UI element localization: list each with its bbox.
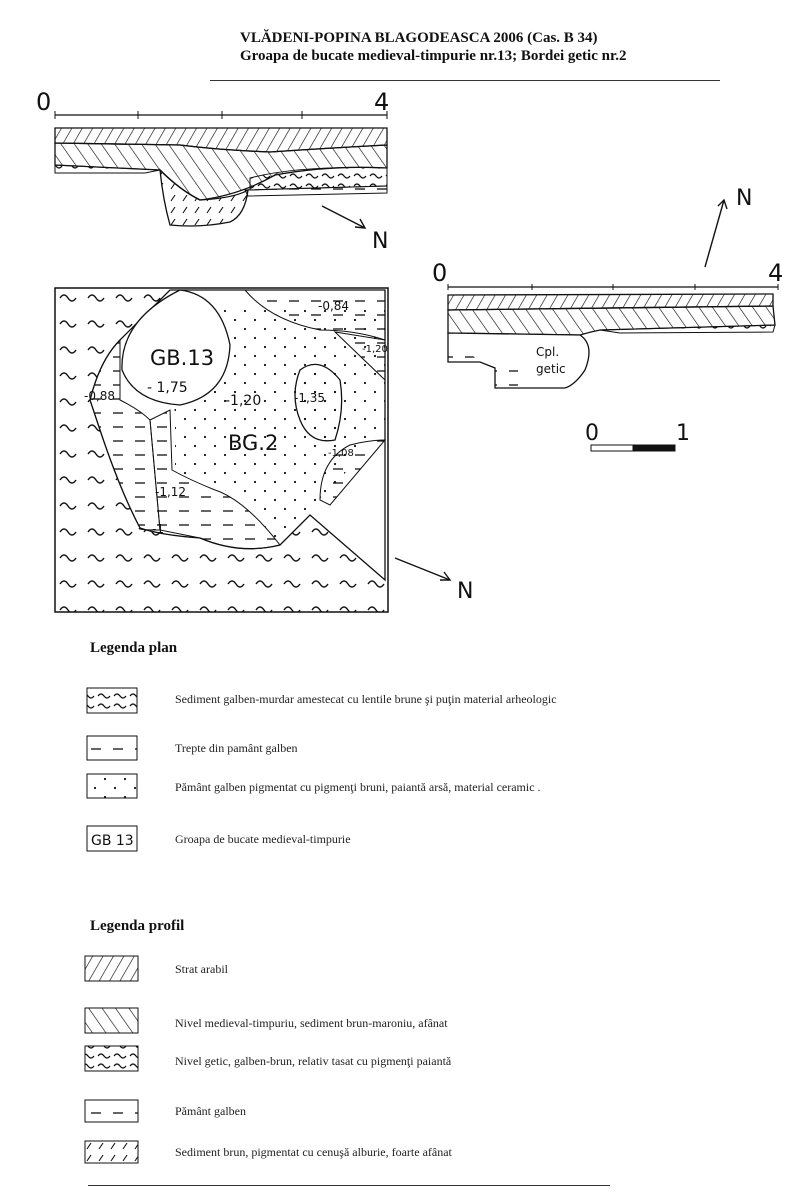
document-title: VLĂDENI-POPINA BLAGODEASCA 2006 (Cas. B … (240, 30, 598, 46)
legend-plan-symbols: GB 13 (86, 687, 138, 852)
scale-bar-start: 0 (585, 421, 599, 446)
legend-plan-title: Legenda plan (90, 640, 178, 656)
legend-profil-item-2: Nivel medieval-timpuriu, sediment brun-m… (175, 1016, 448, 1030)
plan-drawing: GB.13 - 1,75 BG.2 -0,84 -1,20 -0,88 -1,2… (54, 287, 473, 613)
profile-2-label-getic: getic (536, 362, 566, 376)
legend-symbol-wave (84, 1045, 139, 1072)
legend-symbol-gb13-text: GB 13 (91, 833, 134, 849)
plan-depth-1: -1 (152, 522, 164, 536)
legend-profil-symbols (84, 955, 139, 1164)
legend-profil-item-1: Strat arabil (175, 962, 228, 976)
legend-symbol-hatch-left (84, 1007, 139, 1034)
legend-plan-item-4: Groapa de bucate medieval-timpurie (175, 832, 351, 846)
legend-symbol-wave (86, 687, 138, 714)
plan-depth-120-edge: -1,20 (362, 344, 388, 355)
profile-1-north-label: N (372, 229, 388, 254)
plan-label-gb13-depth: - 1,75 (147, 380, 188, 396)
legend-profil-item-3: Nivel getic, galben-brun, relativ tasat … (175, 1054, 452, 1068)
profile-1-scale-start: 0 (36, 88, 51, 116)
plan-depth-108: -1,08 (328, 448, 354, 459)
legend-symbol-dots (86, 773, 138, 799)
legend-profil-item-4: Pământ galben (175, 1104, 246, 1118)
legend-plan-item-3: Pământ galben pigmentat cu pigmenţi brun… (175, 780, 541, 794)
document-header: VLĂDENI-POPINA BLAGODEASCA 2006 (Cas. B … (240, 29, 627, 65)
plan-depth-112: -1,12 (155, 485, 186, 499)
header-rule (210, 80, 720, 81)
plan-depth-084: -0,84 (318, 299, 349, 313)
profile-2-scale-start: 0 (432, 259, 447, 287)
profile-2: N 0 4 Cpl. getic (432, 186, 783, 389)
profile-2-label-cpl: Cpl. (536, 345, 559, 359)
plan-label-bg2: BG.2 (228, 431, 278, 455)
legend-plan-item-1: Sediment galben-murdar amestecat cu lent… (175, 692, 557, 706)
plan-depth-135: -1,35 (294, 391, 325, 405)
legend-symbol-ticks (84, 1140, 139, 1164)
profile-2-scale-end: 4 (768, 259, 783, 287)
legend-symbol-hatch-right (84, 955, 139, 982)
profile-1: 0 4 N (36, 88, 389, 254)
plan-depth-120: -1,20 (225, 393, 261, 409)
legend-profil-item-5: Sediment brun, pigmentat cu cenuşă albur… (175, 1145, 452, 1159)
document-subtitle: Groapa de bucate medieval-timpurie nr.13… (240, 48, 627, 64)
legend-symbol-gb13 (86, 825, 138, 852)
legend-profil-title: Legenda profil (90, 918, 185, 934)
plan-depth-088: -0,88 (84, 389, 115, 403)
profile-2-north-label: N (736, 186, 752, 211)
scale-bar-end: 1 (676, 421, 690, 446)
footer-rule (88, 1185, 610, 1186)
scale-bar: 0 1 (585, 421, 690, 452)
profile-1-scale-end: 4 (374, 88, 389, 116)
legend-symbol-dash (86, 735, 138, 761)
plan-north-label: N (457, 579, 473, 604)
plan-label-gb13: GB.13 (150, 346, 214, 370)
legend-symbol-dash (84, 1099, 139, 1123)
legend-plan-item-2: Trepte din pamânt galben (175, 741, 298, 755)
